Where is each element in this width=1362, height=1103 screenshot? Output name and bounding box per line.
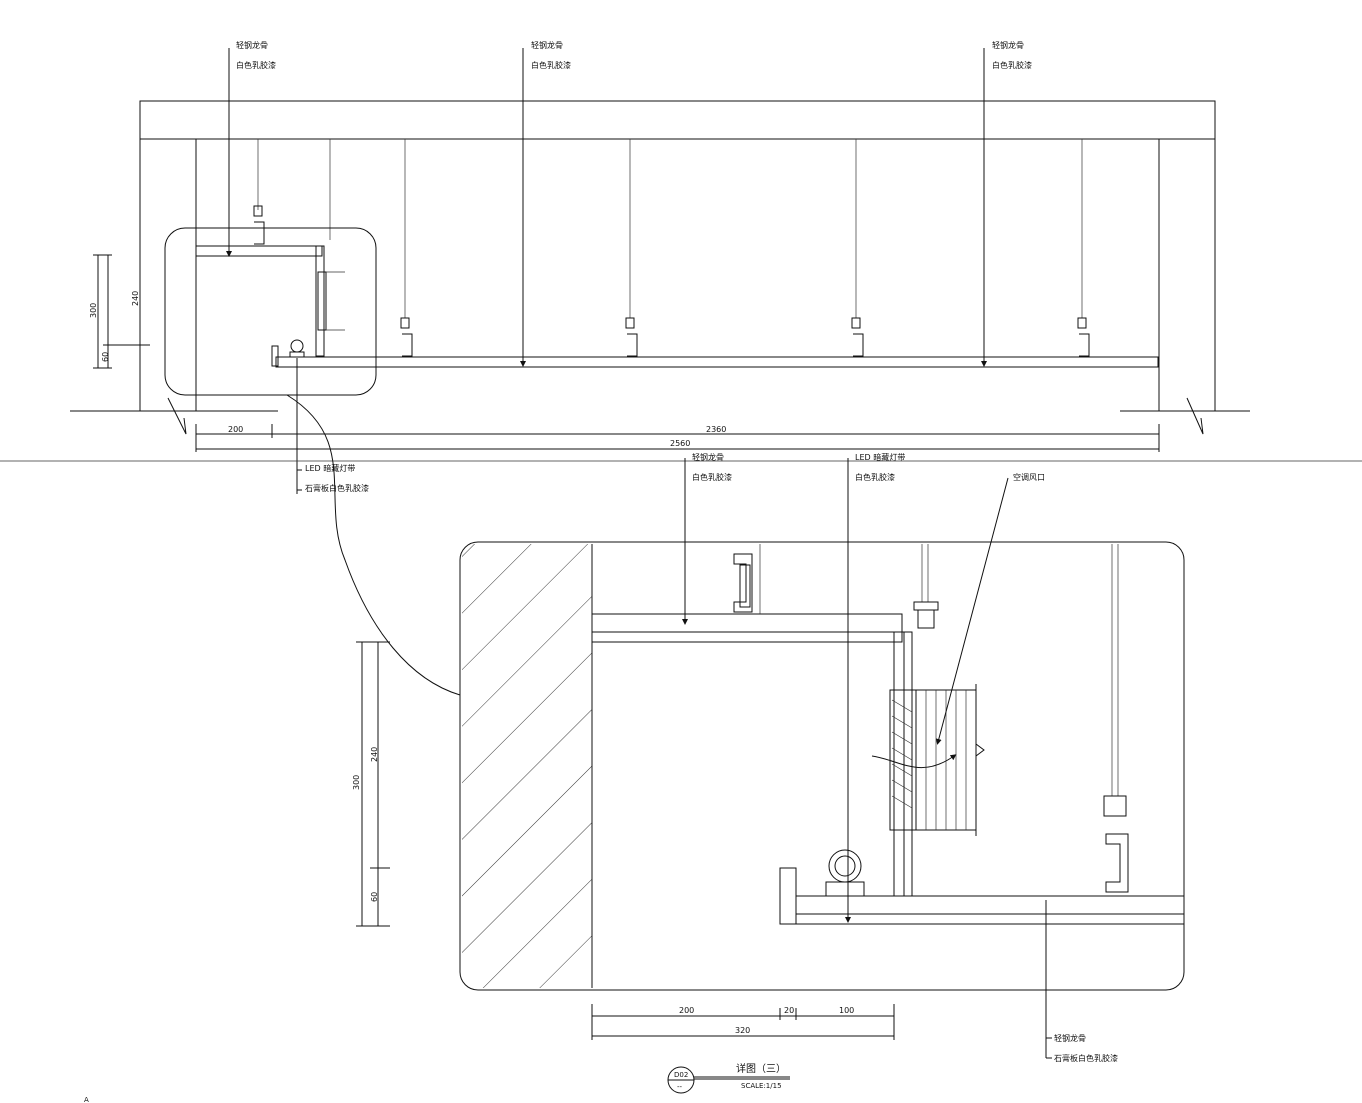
callout-connector xyxy=(286,394,461,696)
detail-callout-box xyxy=(164,227,377,396)
dim-detail-300: 300 xyxy=(352,775,361,790)
label-paint-1: 白色乳胶漆 xyxy=(236,60,276,70)
top-section: 轻钢龙骨 白色乳胶漆 轻钢龙骨 白色乳胶漆 轻钢龙骨 白色乳胶漆 LED 暗藏灯… xyxy=(70,40,1250,494)
upper-ceiling-board xyxy=(195,245,323,257)
ceiling-slab xyxy=(139,100,1216,140)
dim-detail-240: 240 xyxy=(370,747,379,762)
label-keel-1: 轻钢龙骨 xyxy=(236,40,268,50)
label-paint-2: 白色乳胶漆 xyxy=(531,60,571,70)
label-paint-4: 白色乳胶漆 xyxy=(692,472,732,482)
dim-detail-20: 20 xyxy=(784,1006,794,1015)
label-paint-5: 白色乳胶漆 xyxy=(855,472,895,482)
detail-upper-board xyxy=(591,613,903,633)
dim-top-300: 300 xyxy=(89,303,98,318)
title-sheet: -- xyxy=(677,1083,683,1091)
dim-detail-60: 60 xyxy=(370,892,379,902)
dim-top-200: 200 xyxy=(228,425,243,434)
drawing-scale: SCALE:1/15 xyxy=(741,1082,782,1090)
left-wall xyxy=(139,138,197,412)
hanger-rods xyxy=(253,139,1090,357)
detail-frame xyxy=(459,541,1185,991)
label-led-2: LED 暗藏灯带 xyxy=(855,452,905,462)
label-keel-3: 轻钢龙骨 xyxy=(992,40,1024,50)
label-keel-5: 轻钢龙骨 xyxy=(1054,1033,1086,1043)
detail-led-fixture xyxy=(825,849,865,897)
label-ac-vent: 空调风口 xyxy=(1013,472,1045,482)
label-paint-3: 白色乳胶漆 xyxy=(992,60,1032,70)
dim-top-2560: 2560 xyxy=(670,439,690,448)
title-block: D02 -- 详图（三） SCALE:1/15 xyxy=(667,1062,790,1094)
drawing-title: 详图（三） xyxy=(736,1062,786,1075)
main-ceiling-board xyxy=(275,356,1159,368)
label-led-1: LED 暗藏灯带 xyxy=(305,463,355,473)
corner-mark: A xyxy=(84,1096,89,1103)
dim-detail-200: 200 xyxy=(679,1006,694,1015)
label-keel-4: 轻钢龙骨 xyxy=(692,452,724,462)
dim-top-240: 240 xyxy=(131,291,140,306)
ac-vent-small xyxy=(317,271,327,331)
label-keel-2: 轻钢龙骨 xyxy=(531,40,563,50)
detail-lower-board xyxy=(795,895,1185,915)
label-gypsum-1: 石膏板白色乳胶漆 xyxy=(305,483,369,493)
label-gypsum-2: 石膏板白色乳胶漆 xyxy=(1054,1053,1118,1063)
detail-wall xyxy=(462,544,592,988)
led-fixture-small xyxy=(290,339,304,353)
dim-detail-320: 320 xyxy=(735,1026,750,1035)
dim-detail-100: 100 xyxy=(839,1006,854,1015)
dim-top-60: 60 xyxy=(101,352,110,362)
title-code: D02 xyxy=(674,1071,688,1079)
right-wall xyxy=(1158,138,1216,412)
detail-section: 轻钢龙骨 白色乳胶漆 LED 暗藏灯带 白色乳胶漆 空调风口 轻钢龙骨 石膏板白… xyxy=(352,452,1185,1063)
dim-top-2360: 2360 xyxy=(706,425,726,434)
